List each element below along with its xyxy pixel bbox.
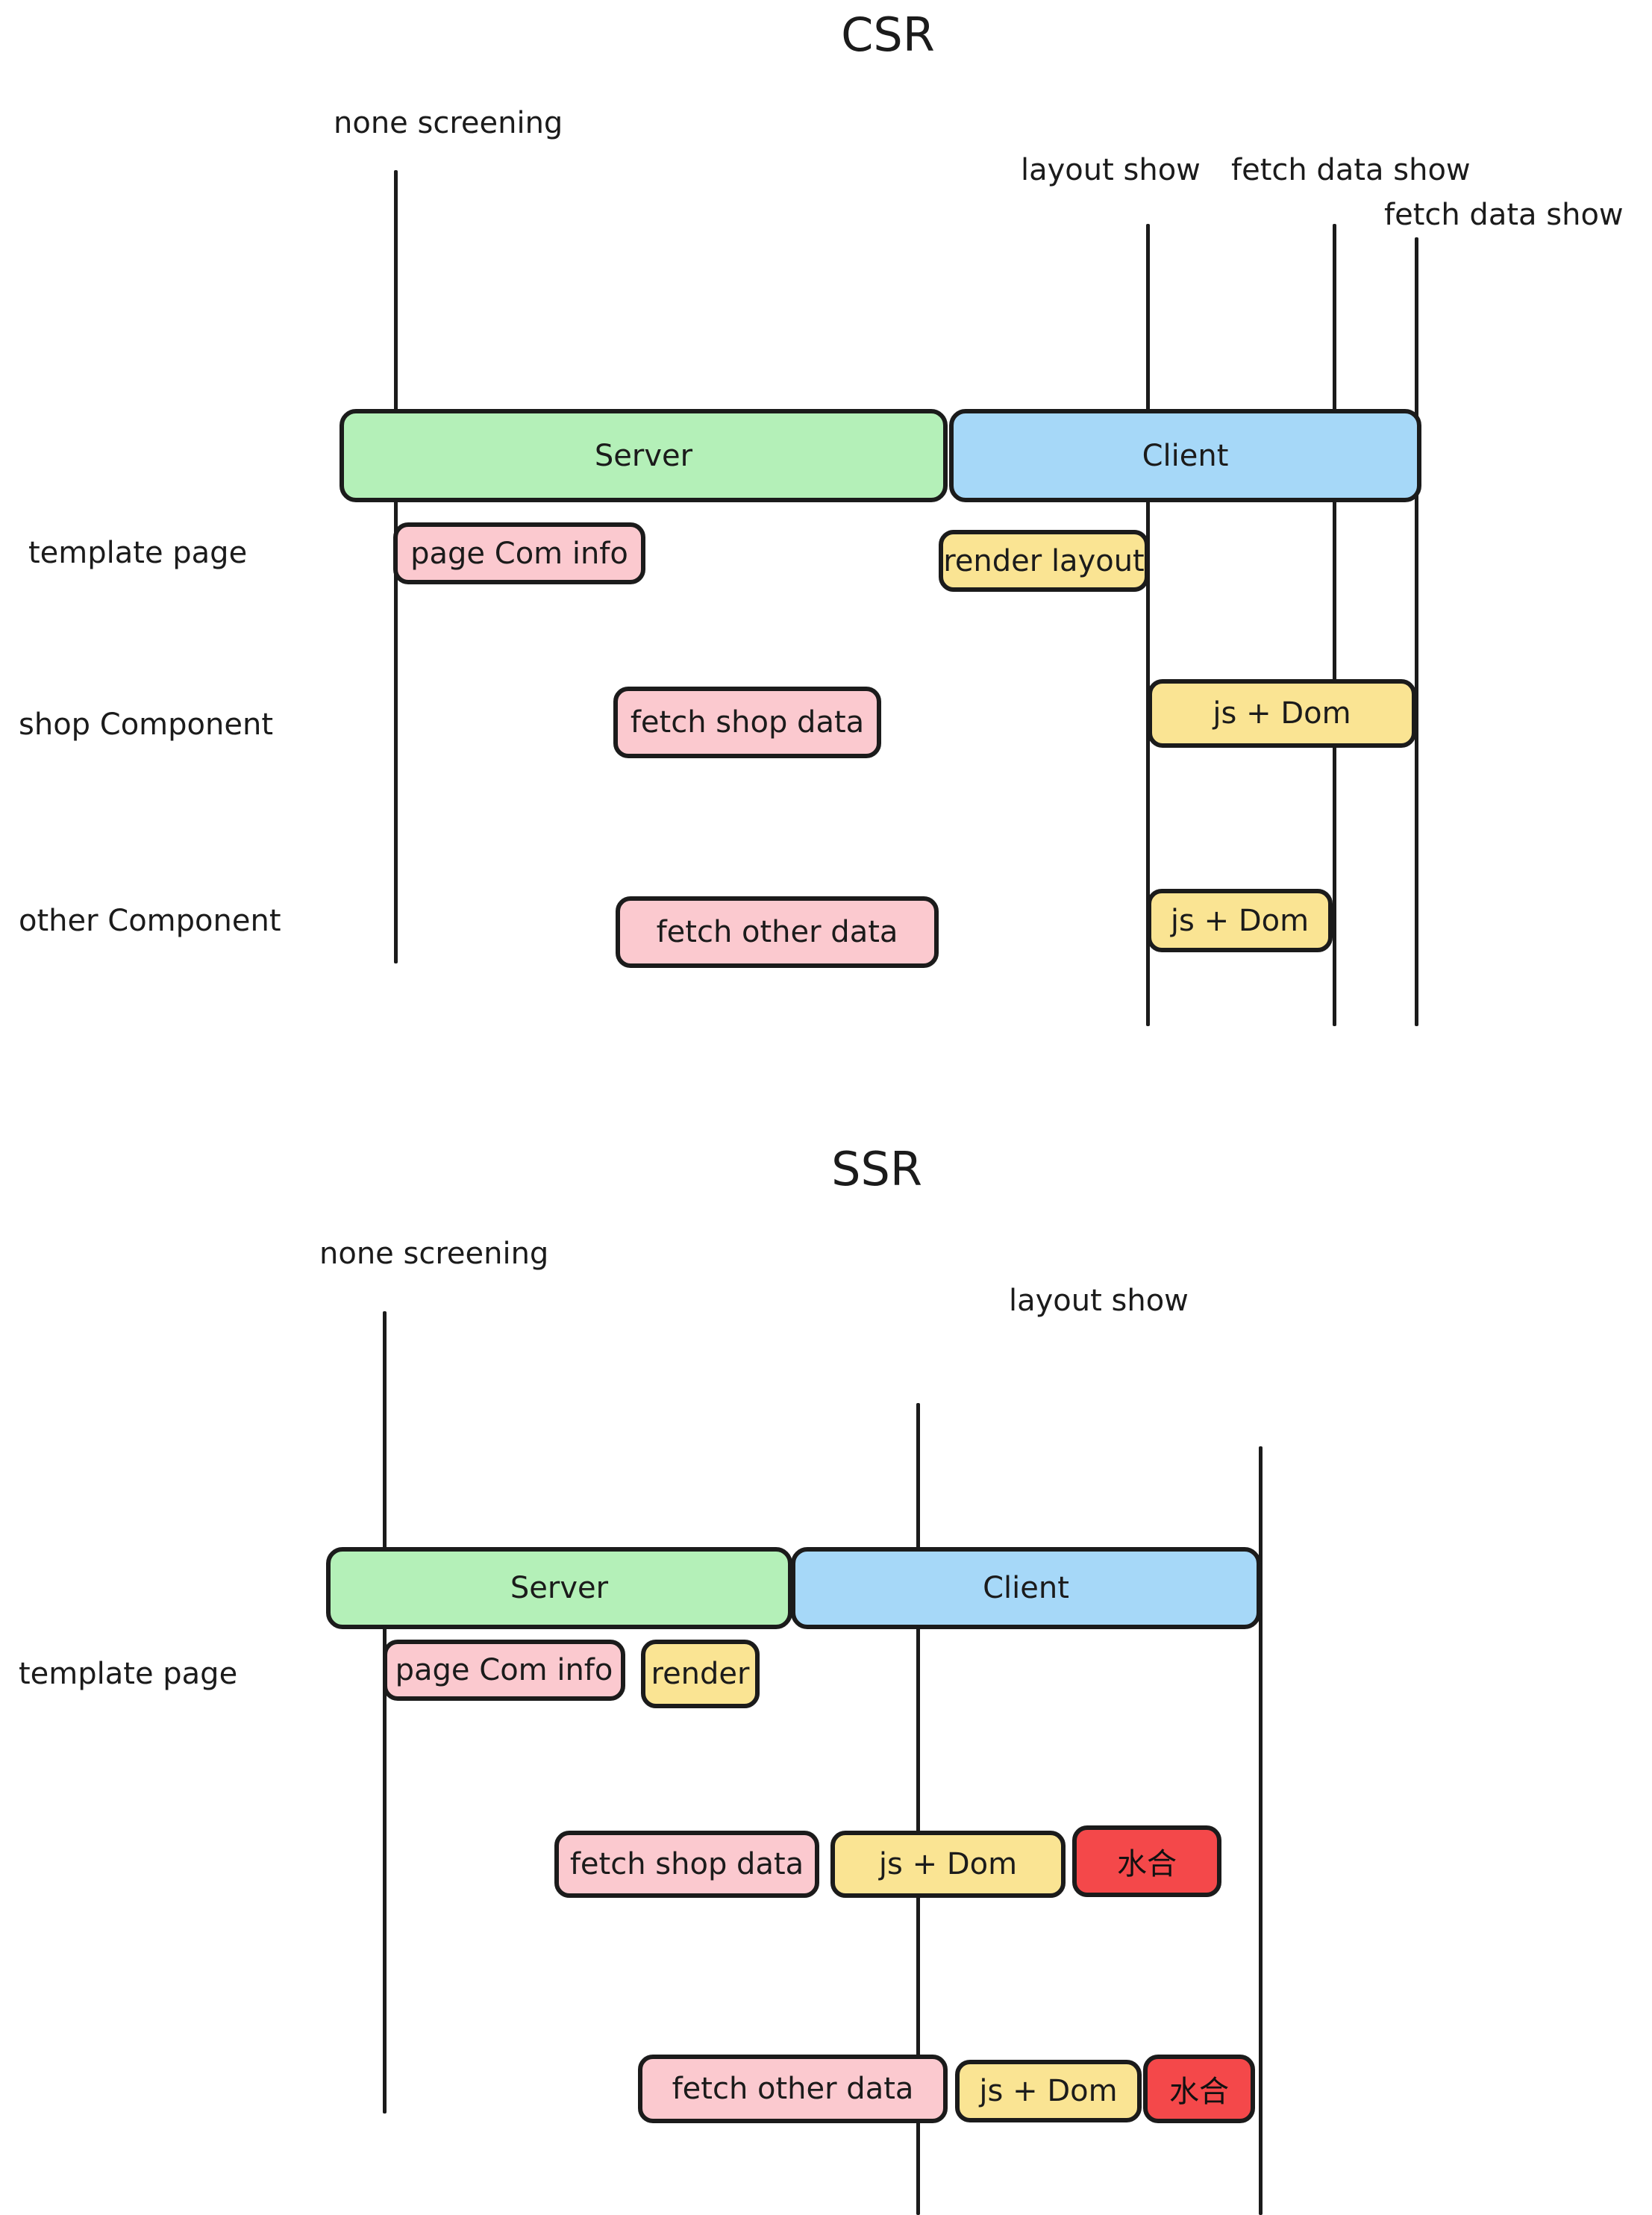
ssr-phase-bar-client: Client: [791, 1547, 1261, 1629]
ssr-task-shop-js-dom-label: js + Dom: [878, 1847, 1018, 1881]
csr-row-label-other-component: other Component: [19, 904, 281, 938]
ssr-phase-bar-server: Server: [326, 1547, 792, 1629]
csr-marker-label-fetch-data-show-2: fetch data show: [1384, 198, 1624, 232]
csr-phase-bar-server: Server: [340, 409, 948, 502]
csr-task-fetch-other-data[interactable]: fetch other data: [616, 896, 939, 968]
ssr-task-other-hydration[interactable]: 水合: [1143, 2055, 1255, 2123]
ssr-marker-line-none-screening: [383, 1311, 387, 2114]
csr-row-label-shop-component: shop Component: [19, 707, 273, 742]
ssr-task-fetch-shop-data-label: fetch shop data: [569, 1847, 804, 1881]
csr-marker-line-layout-show: [1146, 224, 1150, 1026]
csr-task-fetch-shop-data-label: fetch shop data: [630, 705, 865, 740]
ssr-title: SSR: [831, 1142, 922, 1196]
csr-task-fetch-other-data-label: fetch other data: [656, 915, 898, 949]
csr-task-shop-js-dom[interactable]: js + Dom: [1148, 679, 1416, 748]
ssr-task-fetch-shop-data[interactable]: fetch shop data: [554, 1831, 819, 1898]
csr-task-other-js-dom[interactable]: js + Dom: [1147, 889, 1333, 952]
csr-marker-label-none-screening: none screening: [334, 106, 563, 140]
csr-task-page-com-info[interactable]: page Com info: [393, 522, 645, 584]
ssr-marker-label-none-screening: none screening: [319, 1237, 549, 1271]
csr-task-render-layout-label: render layout: [943, 543, 1145, 578]
ssr-phase-bar-server-label: Server: [510, 1571, 609, 1605]
ssr-task-page-com-info-label: page Com info: [395, 1653, 613, 1687]
csr-marker-label-fetch-data-show-1: fetch data show: [1231, 153, 1471, 187]
csr-phase-bar-client-label: Client: [1142, 438, 1229, 473]
ssr-task-other-hydration-label: 水合: [1169, 2075, 1229, 2109]
csr-task-render-layout[interactable]: render layout: [939, 530, 1149, 592]
ssr-task-render-label: render: [651, 1657, 750, 1691]
csr-task-page-com-info-label: page Com info: [410, 536, 628, 571]
ssr-task-fetch-other-data[interactable]: fetch other data: [638, 2055, 948, 2123]
csr-task-fetch-shop-data[interactable]: fetch shop data: [613, 687, 881, 758]
ssr-row-label-template-page: template page: [19, 1657, 238, 1691]
csr-phase-bar-server-label: Server: [594, 438, 693, 473]
ssr-task-other-js-dom-label: js + Dom: [979, 2074, 1118, 2108]
csr-marker-line-fetch-data-show-2: [1415, 237, 1418, 1026]
ssr-marker-line-client-end: [1259, 1446, 1263, 2215]
ssr-task-other-js-dom[interactable]: js + Dom: [955, 2060, 1142, 2122]
ssr-task-shop-js-dom[interactable]: js + Dom: [830, 1831, 1066, 1898]
ssr-marker-line-layout-show: [916, 1403, 920, 2215]
csr-phase-bar-client: Client: [949, 409, 1421, 502]
csr-marker-line-fetch-data-show-1: [1333, 224, 1336, 1026]
ssr-task-page-com-info[interactable]: page Com info: [383, 1640, 625, 1701]
csr-task-other-js-dom-label: js + Dom: [1170, 903, 1310, 938]
csr-title: CSR: [841, 7, 935, 62]
ssr-phase-bar-client-label: Client: [983, 1571, 1069, 1605]
csr-marker-label-layout-show: layout show: [1021, 153, 1201, 187]
ssr-task-shop-hydration-label: 水合: [1117, 1847, 1177, 1881]
ssr-task-shop-hydration[interactable]: 水合: [1072, 1825, 1221, 1897]
ssr-marker-label-layout-show: layout show: [1009, 1284, 1189, 1318]
csr-row-label-template-page: template page: [28, 536, 248, 570]
ssr-task-fetch-other-data-label: fetch other data: [672, 2072, 914, 2106]
ssr-task-render[interactable]: render: [641, 1640, 760, 1708]
csr-task-shop-js-dom-label: js + Dom: [1213, 696, 1351, 731]
